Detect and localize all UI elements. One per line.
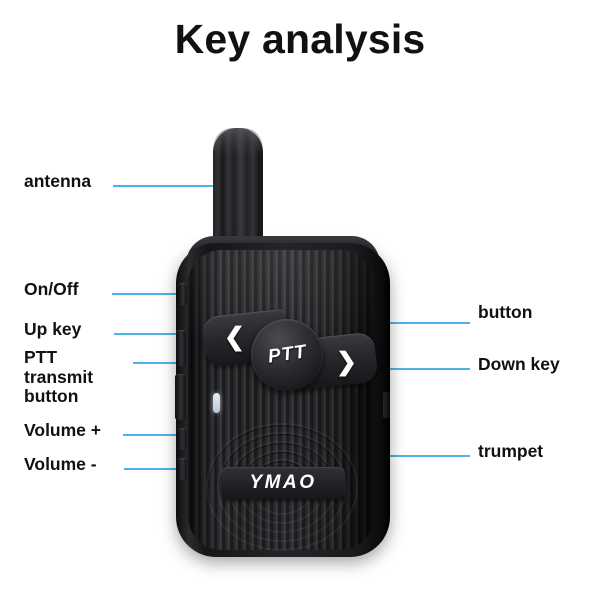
leader-line-volume-down [124,468,186,470]
left-chevron-icon[interactable]: ❮ [224,323,245,351]
callout-label-antenna: antenna [24,171,92,191]
side-notch-right [383,392,390,418]
callout-label-ptt: PTT transmit button [24,347,94,407]
led-indicator [213,393,220,413]
antenna-cap [213,128,263,156]
leader-line-ptt [133,362,181,364]
leader-line-volume-up [123,434,185,436]
leader-line-antenna [113,185,225,187]
leader-line-onoff [112,293,180,295]
speaker-ring [217,432,347,542]
callout-label-downkey: Down key [478,354,560,374]
callout-label-trumpet: trumpet [478,441,544,461]
side-button-power[interactable] [178,283,187,305]
speaker-ring [206,423,358,551]
leader-line-upkey [114,333,210,335]
page-title: Key analysis [174,16,426,62]
side-button-ptt-transmit[interactable] [175,374,186,420]
callout-label-button: button [478,302,533,322]
leader-line-trumpet [318,455,470,457]
side-button-volume-up[interactable] [177,428,187,450]
right-chevron-icon[interactable]: ❯ [336,348,357,376]
side-button-volume-down[interactable] [177,458,187,480]
side-button-up-key[interactable] [176,330,186,366]
brand-plate: YMAO [221,467,345,499]
ptt-button-label: PTT [266,341,308,368]
callout-label-volume-down: Volume - [24,454,97,474]
leader-line-downkey [356,368,470,370]
callout-label-upkey: Up key [24,319,82,339]
brand-label: YMAO [249,472,317,493]
ptt-button[interactable]: PTT [251,319,323,391]
callout-label-volume-up: Volume + [24,420,101,440]
callout-label-onoff: On/Off [24,279,79,299]
